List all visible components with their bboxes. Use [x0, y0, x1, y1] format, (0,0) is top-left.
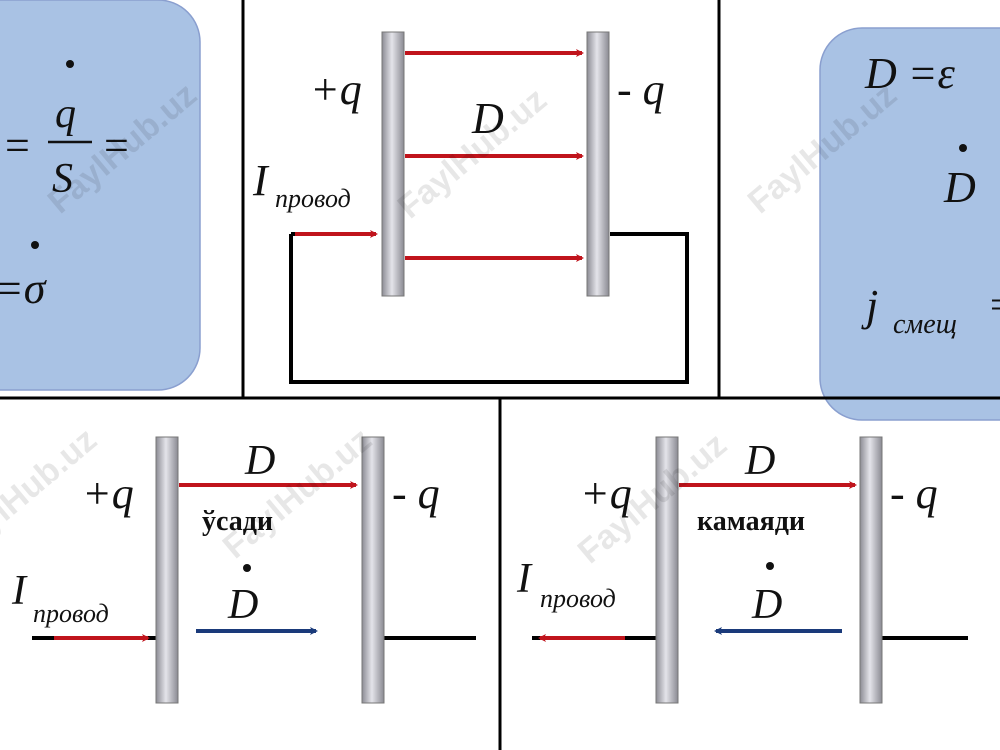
denominator-s: S [52, 156, 73, 202]
d-dot: D [943, 163, 976, 212]
j-sub: смещ [893, 309, 957, 340]
d-label: D [744, 438, 775, 484]
plus-q-label: +q [82, 469, 134, 518]
negative-plate [361, 436, 385, 704]
eq-suffix: = [104, 121, 129, 170]
top-capacitor-panel: +q - q D I провод [252, 31, 689, 384]
d-dot-label: D [227, 582, 258, 628]
numerator-q: q [55, 91, 76, 137]
current-i-label: I [11, 568, 28, 614]
minus-q-label: - q [617, 65, 665, 114]
state-label: камаяди [697, 506, 805, 537]
dot-mark [959, 144, 967, 152]
positive-plate [155, 436, 179, 704]
bottom-left-panel: +q - q D ўсади D I провод [11, 436, 476, 704]
j-main: j [861, 281, 878, 330]
dot-mark [243, 564, 251, 572]
dot-mark [31, 241, 39, 249]
circuit-wire [289, 232, 689, 384]
d-epsilon-eq: D =ε [864, 49, 955, 98]
current-i-label: I [252, 156, 270, 205]
current-sub-label: провод [275, 184, 351, 213]
watermark-text: FaylHub.uz [216, 420, 379, 566]
bottom-right-panel: +q - q D камаяди D I провод [516, 436, 968, 704]
negative-plate [586, 31, 610, 297]
dot-mark [766, 562, 774, 570]
dot-mark [66, 60, 74, 68]
plus-q-label: +q [310, 65, 362, 114]
minus-q-label: - q [392, 469, 440, 518]
right-formula-card: D =ε D j смещ = [819, 27, 1000, 421]
eq-sigma: =σ [0, 264, 48, 313]
eq-prefix: = [5, 121, 30, 170]
d-dot-label: D [751, 582, 782, 628]
d-label: D [244, 438, 275, 484]
d-label: D [471, 94, 504, 143]
current-i-label: I [516, 556, 533, 602]
minus-q-label: - q [890, 469, 938, 518]
trailing-eq: = [990, 282, 1000, 327]
current-sub-label: провод [540, 584, 616, 613]
positive-plate [655, 436, 679, 704]
state-label: ўсади [202, 506, 273, 537]
current-sub-label: провод [33, 599, 109, 628]
positive-plate [381, 31, 405, 297]
plus-q-label: +q [580, 469, 632, 518]
negative-plate [859, 436, 883, 704]
left-formula-card: = q S = =σ [0, 0, 201, 391]
